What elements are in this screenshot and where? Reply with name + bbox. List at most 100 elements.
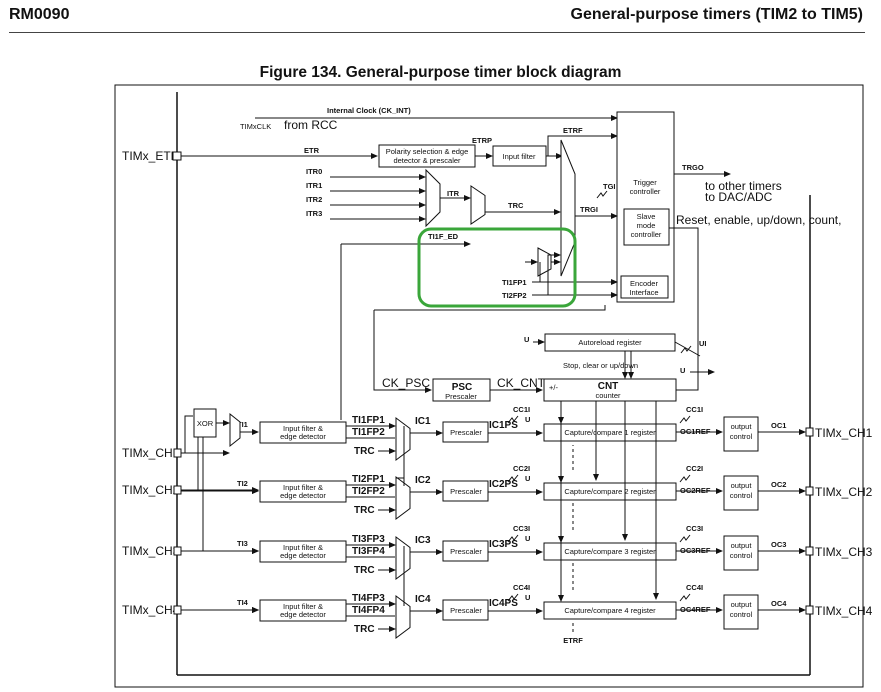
channel3-ti-label: TI3 [237,539,248,548]
channel2-prescaler [442,480,489,502]
slave-mode-controller-label: controller [631,230,662,239]
channel4-input-filter-label: Input filter & [283,602,323,611]
channel4-cc-flag-icon [507,593,519,602]
channel4-icps-label: IC4PS [489,598,518,609]
channel3-trc-label: TRC [354,565,375,576]
to-dac-adc-label: to DAC/ADC [705,190,773,204]
channel4-input-filter [259,599,347,622]
channel2-icps-label: IC2PS [489,479,518,490]
channel1-input-filter [259,421,347,444]
autoreload-register-label: Autoreload register [578,338,642,347]
channel2-input-filter-label: edge detector [280,491,326,500]
encoder-interface-label: Encoder [630,279,658,288]
channel4-output-pin-label: TIMx_CH4 [815,604,873,618]
channel4-output-control [723,594,759,630]
channel4-output-pin [805,605,814,615]
trgi-label: TRGI [580,205,598,214]
channel4-oc-flag-icon [679,593,691,602]
to-other-timers-label: to other timers [705,179,782,193]
figure-title: Figure 134. General-purpose timer block … [259,64,622,81]
ck-int-route-line [374,305,606,311]
channel1-ic-mux [395,417,411,461]
autoreload-u-label: U [524,335,529,344]
ck-psc-label: CK_PSC [382,376,430,390]
timx-etr-pin-label: TIMx_ETR [122,149,180,163]
channel3-cc-label: CC3I [513,524,530,533]
channel1-oc-label: OC1 [771,421,786,430]
channel4-cc-label: CC4I [513,583,530,592]
channel3-input-filter-label: edge detector [280,551,326,560]
ck-cnt-label: CK_CNT [497,376,546,390]
trigger-controller-label: Trigger [633,178,657,187]
etrf-line [547,133,618,156]
channel4-ti-label: TI4 [237,598,249,607]
channel3-output-control [723,535,759,571]
channel3-prescaler-label: Prescaler [450,547,482,556]
channel2-input-pin [173,485,182,495]
trgo-label: TRGO [682,163,704,172]
channel4-oc-cc-label: CC4I [686,583,703,592]
plusminus-label: +/- [549,383,558,392]
highlight-box [417,227,577,308]
channel1-ic-label: IC1 [415,416,431,427]
internal-clock-label: Internal Clock (CK_INT) [327,106,411,115]
channel3-fpa-label: TI3FP3 [352,534,385,545]
itr0-label: ITR0 [306,167,322,176]
channel3-output-pin-label: TIMx_CH3 [815,545,873,559]
ui-flag-icon [680,345,692,354]
stop-clear-label: Stop, clear or up/down [563,361,638,370]
channel2-output-control-label: output [731,481,753,490]
channel3-prescaler [442,540,489,562]
ti2fp2-top-label: TI2FP2 [502,291,527,300]
trc-label: TRC [508,201,524,210]
channel1-ti-label: TI1 [237,420,248,429]
channel2-oc-cc-label: CC2I [686,464,703,473]
channel1-fpb-label: TI1FP2 [352,427,385,438]
channel1-input-pin [173,448,182,458]
etrp-label: ETRP [472,136,492,145]
channel4-trc-label: TRC [354,624,375,635]
channel1-prescaler-label: Prescaler [450,428,482,437]
encoder-interface-block [620,275,669,299]
channel3-oc-flag-icon [679,534,691,543]
itr-mux [425,168,441,228]
encoder-interface-label: Interface [629,288,658,297]
channel1-oc-flag-icon [679,415,691,424]
channel4-output-control-label: control [730,610,753,619]
channel3-output-control-label: control [730,551,753,560]
slave-mode-controller-label: mode [637,221,656,230]
ti2fp2-riser [547,252,561,295]
channel2-oc-flag-icon [679,474,691,483]
ck-psc-line [373,310,432,393]
channel2-input-filter-label: Input filter & [283,483,323,492]
channel2-prescaler-label: Prescaler [450,487,482,496]
channel4-input-filter-label: edge detector [280,610,326,619]
channel4-output-control-label: output [731,600,753,609]
channel2-cc-label: CC2I [513,464,530,473]
channel3-pin-label: TIMx_CH3 [122,544,180,558]
psc-prescaler-label: Prescaler [445,392,477,401]
stop-u-label: U [680,366,685,375]
channel1-output-pin [805,427,814,437]
timxclk-label: TIMxCLK [240,122,271,131]
channel1-icps-label: IC1PS [489,420,518,431]
slave-mode-controller-label: Slave [637,212,656,221]
channel1-pin-label: TIMx_CH1 [122,446,180,460]
channel2-ti-label: TI2 [237,479,248,488]
channel4-fpb-label: TI4FP4 [352,605,385,616]
counter-label: counter [595,391,621,400]
channel3-oc-label: OC3 [771,540,786,549]
channel2-pin-label: TIMx_CH2 [122,483,180,497]
ti1fp1-top-label: TI1FP1 [502,278,527,287]
channel3-ic-mux [395,536,411,580]
tgi-label: TGI [603,182,616,191]
channel3-input-pin [173,546,182,556]
channel1-trc-label: TRC [354,446,375,457]
section-title: General-purpose timers (TIM2 to TIM5) [570,6,863,23]
channel1-u-label: U [525,415,530,424]
channel3-output-control-label: output [731,541,753,550]
header-rule [9,32,865,33]
channel2-ic-label: IC2 [415,475,431,486]
channel4-oc-label: OC4 [771,599,787,608]
channel4-input-pin [173,605,182,615]
